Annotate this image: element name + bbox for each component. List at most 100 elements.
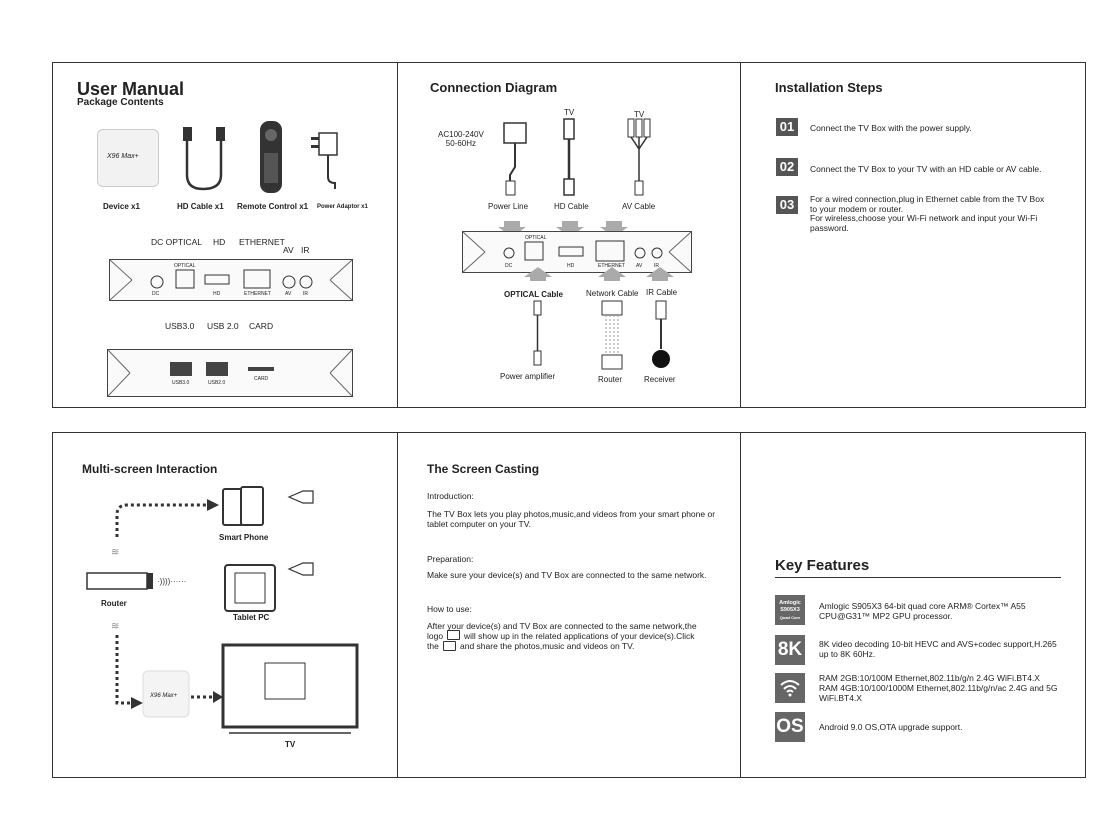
- label-dc-optical: DC OPTICAL: [151, 237, 203, 247]
- port-hd-small: HD: [213, 291, 221, 297]
- prep-text: Make sure your device(s) and TV Box are …: [427, 570, 707, 580]
- hd-cable-label: HD Cable: [554, 202, 589, 211]
- label-usb2: USB 2.0: [207, 321, 239, 331]
- svg-text:≋: ≋: [111, 621, 119, 632]
- prep-heading: Preparation:: [427, 554, 474, 564]
- device-back-panel: OPTICAL DC HD ETHERNET AV IR: [109, 259, 353, 301]
- step-2-text: Connect the TV Box to your TV with an HD…: [810, 164, 1042, 174]
- device-side-panel: USB3.0 USB2.0 CARD: [107, 349, 353, 397]
- power-amplifier-label: Power amplifier: [500, 372, 556, 381]
- port-usb3-small: USB3.0: [172, 380, 190, 386]
- diag-port-dc: DC: [505, 263, 513, 269]
- feature-1-text: Amlogic S905X3 64-bit quad core ARM® Cor…: [819, 601, 1026, 621]
- diag-port-av: AV: [636, 263, 643, 269]
- panel-multiscreen: Multi-screen Interaction ·))))······ ≋ ≋…: [52, 432, 398, 778]
- multiscreen-diagram: ·))))······ ≋ ≋: [86, 486, 359, 734]
- network-cable-label: Network Cable: [586, 289, 639, 298]
- how-text-line3-a: the: [427, 641, 439, 651]
- remote-control-icon: [260, 121, 282, 193]
- router-label: Router: [598, 375, 623, 384]
- amlogic-chip-icon: Amlogic S905X3 Quad Core: [775, 595, 805, 625]
- how-text-line3-b: and share the photos,music and videos on…: [460, 641, 635, 651]
- features-divider: [775, 577, 1061, 578]
- how-text-line1: After your device(s) and TV Box are conn…: [427, 621, 697, 631]
- step-2-number: 02: [776, 158, 798, 176]
- feature-3-text: RAM 2GB:10/100M Ethernet,802.11b/g/n 2.4…: [819, 673, 1058, 703]
- router-label-ms: Router: [101, 599, 127, 608]
- connection-title: Connection Diagram: [430, 80, 558, 95]
- receiver-label: Receiver: [644, 375, 676, 384]
- how-text-line2-b: will show up in the related applications…: [464, 631, 695, 641]
- port-ethernet-small: ETHERNET: [244, 291, 271, 297]
- page-title: User Manual: [77, 79, 185, 99]
- device-illustration: X96 Max+: [97, 129, 159, 187]
- av-cable-label: AV Cable: [622, 202, 656, 211]
- ir-cable-label: IR Cable: [646, 288, 678, 297]
- wifi-glyph: [780, 680, 800, 697]
- feature-2-text: 8K video decoding 10-bit HEVC and AVS+co…: [819, 639, 1057, 659]
- item-device: Device x1: [103, 202, 140, 211]
- cast-share-icon: [443, 641, 456, 651]
- item-hd-cable: HD Cable x1: [177, 202, 224, 211]
- multiscreen-device-brand: X96 Max+: [150, 693, 178, 699]
- smart-phone-label: Smart Phone: [219, 533, 269, 542]
- panel-key-features: Key Features Amlogic S905X3 Quad Core Am…: [740, 432, 1086, 778]
- label-ir: IR: [301, 245, 310, 255]
- port-ir-small: IR: [303, 291, 308, 297]
- device-brand: X96 Max+: [107, 153, 139, 160]
- panel-installation-steps: Installation Steps 01 Connect the TV Box…: [740, 62, 1086, 408]
- install-title: Installation Steps: [775, 80, 883, 95]
- diag-port-ethernet: ETHERNET: [598, 263, 625, 269]
- diag-port-ir: IR: [654, 263, 659, 269]
- svg-text:·))))······: ·))))······: [157, 577, 186, 586]
- label-usb3: USB3.0: [165, 321, 195, 331]
- step-1-number: 01: [776, 118, 798, 136]
- diag-port-hd: HD: [567, 263, 575, 269]
- optical-cable-label: OPTICAL Cable: [504, 290, 563, 299]
- cables-top: [498, 118, 651, 237]
- port-dc-small: DC: [152, 291, 160, 297]
- casting-title: The Screen Casting: [427, 462, 540, 476]
- package-contents-heading: Package Contents: [77, 97, 164, 108]
- tv-label-1: TV: [564, 108, 575, 117]
- device-back-panel-diagram: OPTICAL DC HD ETHERNET AV IR: [462, 231, 692, 273]
- step-3-number: 03: [776, 196, 798, 214]
- label-ethernet: ETHERNET: [239, 237, 285, 247]
- label-card: CARD: [249, 321, 274, 331]
- panel-connection-diagram: Connection Diagram AC100-240V 50-60Hz TV…: [397, 62, 741, 408]
- amlogic-icon-sub: Quad Core: [779, 615, 801, 620]
- feature-4-text: Android 9.0 OS,OTA upgrade support.: [819, 722, 963, 732]
- power-spec: AC100-240V 50-60Hz: [438, 130, 484, 148]
- label-hd: HD: [213, 237, 226, 247]
- diag-port-optical: OPTICAL: [525, 235, 547, 241]
- port-optical-small: OPTICAL: [174, 263, 196, 269]
- side-panel-ports: [107, 349, 353, 397]
- cast-logo-icon: [447, 630, 460, 640]
- label-av: AV: [283, 245, 294, 255]
- features-title: Key Features: [775, 557, 870, 574]
- tv-label: TV: [285, 740, 296, 749]
- panel-screen-casting: The Screen Casting Introduction: The TV …: [397, 432, 741, 778]
- how-heading: How to use:: [427, 604, 472, 614]
- svg-text:≋: ≋: [111, 547, 119, 558]
- wifi-icon: [775, 673, 805, 703]
- power-adaptor-icon: [311, 132, 338, 189]
- power-line-label: Power Line: [488, 202, 529, 211]
- os-icon: OS: [775, 712, 805, 742]
- tv-label-2: TV: [634, 110, 645, 119]
- amlogic-icon-text: Amlogic S905X3: [779, 600, 801, 613]
- back-panel-ports: [109, 259, 353, 301]
- item-remote: Remote Control x1: [237, 202, 309, 211]
- multiscreen-title: Multi-screen Interaction: [82, 462, 218, 476]
- intro-heading: Introduction:: [427, 491, 474, 501]
- how-text-line2-a: logo: [427, 631, 444, 641]
- cables-bottom: [524, 267, 674, 370]
- port-av-small: AV: [285, 291, 292, 297]
- port-usb2-small: USB2.0: [208, 380, 226, 386]
- step-1-text: Connect the TV Box with the power supply…: [810, 123, 972, 133]
- hd-cable-icon: [183, 127, 225, 191]
- diagram-panel-ports: [462, 231, 692, 273]
- step-3-text: For a wired connection,plug in Ethernet …: [810, 194, 1045, 233]
- item-power-adaptor: Power Adaptor x1: [317, 204, 368, 210]
- tablet-label: Tablet PC: [233, 613, 270, 622]
